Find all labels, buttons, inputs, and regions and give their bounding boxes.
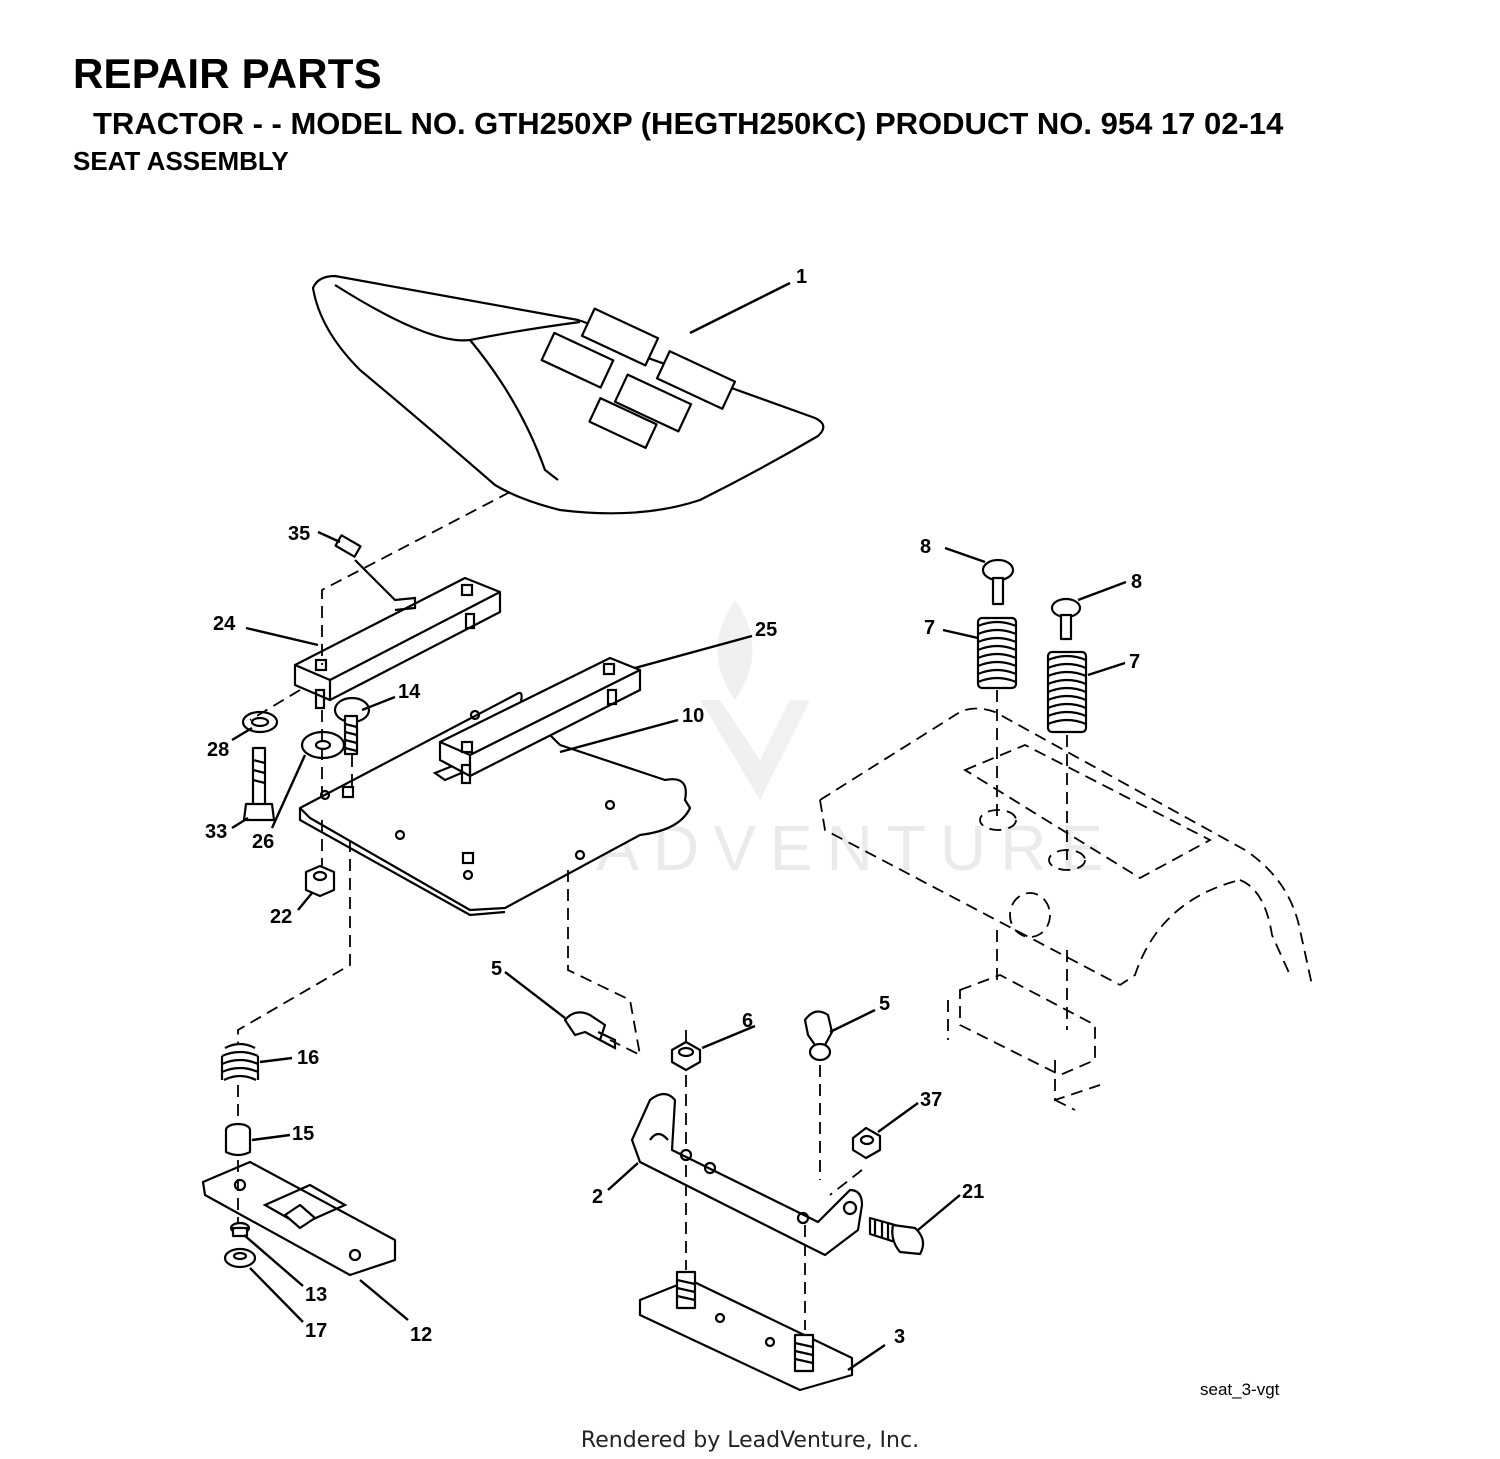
callout-13: 13 bbox=[305, 1284, 327, 1306]
callout-35: 35 bbox=[288, 523, 310, 545]
part-nut-17 bbox=[223, 1247, 257, 1269]
part-seat bbox=[311, 274, 825, 515]
part-pivot-bracket bbox=[630, 1092, 864, 1257]
part-spring-7-right bbox=[1046, 650, 1088, 734]
part-adjust-lever bbox=[334, 534, 417, 612]
part-screw-8-left bbox=[981, 558, 1015, 606]
callout-labels: 1 35 24 25 10 14 28 33 26 22 8 8 7 7 5 5… bbox=[205, 266, 1142, 1348]
callout-33: 33 bbox=[205, 821, 227, 843]
callout-12: 12 bbox=[410, 1324, 432, 1346]
section-title: SEAT ASSEMBLY bbox=[73, 146, 289, 176]
callout-15: 15 bbox=[292, 1123, 314, 1145]
callout-17: 17 bbox=[305, 1320, 327, 1342]
part-screw-8-right bbox=[1050, 597, 1082, 641]
part-seat-pan bbox=[298, 691, 692, 917]
part-seat-rail-left bbox=[293, 576, 502, 710]
callout-24: 24 bbox=[213, 613, 236, 635]
part-nut-37 bbox=[851, 1126, 882, 1160]
callout-28: 28 bbox=[207, 739, 229, 761]
part-carriage-bolt bbox=[333, 696, 371, 756]
part-spring-7-left bbox=[976, 616, 1018, 690]
callout-21: 21 bbox=[962, 1181, 984, 1203]
callout-22: 22 bbox=[270, 906, 292, 928]
part-washer-26 bbox=[300, 730, 346, 760]
callout-3: 3 bbox=[894, 1326, 905, 1348]
callout-10: 10 bbox=[682, 705, 704, 727]
watermark-flame-icon bbox=[717, 600, 753, 700]
callout-37: 37 bbox=[920, 1089, 942, 1111]
part-hex-bolt bbox=[242, 746, 276, 822]
callout-5-right: 5 bbox=[879, 993, 890, 1015]
part-seat-rail-right bbox=[438, 656, 642, 785]
callout-8-right: 8 bbox=[1131, 571, 1142, 593]
reference-fender-outline bbox=[819, 707, 1313, 1111]
callout-8-left: 8 bbox=[920, 536, 931, 558]
part-clip-5-left bbox=[563, 1011, 617, 1050]
footer-credit: Rendered by LeadVenture, Inc. bbox=[580, 1428, 920, 1453]
callout-5-left: 5 bbox=[491, 958, 502, 980]
callout-2: 2 bbox=[592, 1186, 603, 1208]
callout-7-left: 7 bbox=[924, 617, 935, 639]
part-clip-5-right bbox=[803, 1010, 834, 1062]
part-washer-28 bbox=[241, 710, 279, 734]
part-spacer-15 bbox=[224, 1122, 252, 1157]
part-locknut-22 bbox=[304, 864, 336, 898]
figure-code: seat_3-vgt bbox=[1200, 1380, 1280, 1399]
watermark-v-icon bbox=[700, 700, 810, 800]
part-bracket-12 bbox=[201, 1160, 397, 1277]
callout-14: 14 bbox=[398, 681, 421, 703]
part-base-plate bbox=[638, 1270, 854, 1392]
callout-6: 6 bbox=[742, 1010, 753, 1032]
callout-leader-lines bbox=[231, 281, 1127, 1371]
page-subtitle: TRACTOR - - MODEL NO. GTH250XP (HEGTH250… bbox=[93, 106, 1284, 141]
part-shoulder-bolt bbox=[868, 1216, 925, 1256]
callout-1: 1 bbox=[796, 266, 807, 288]
part-nut-6 bbox=[670, 1040, 702, 1072]
assembly-guide-lines bbox=[237, 491, 1068, 1330]
callout-26: 26 bbox=[252, 831, 274, 853]
part-spring-16 bbox=[220, 1042, 260, 1081]
part-washer-13 bbox=[229, 1221, 251, 1238]
callout-16: 16 bbox=[297, 1047, 319, 1069]
callout-25: 25 bbox=[755, 619, 777, 641]
callout-7-right: 7 bbox=[1129, 651, 1140, 673]
page-title: REPAIR PARTS bbox=[73, 50, 382, 97]
